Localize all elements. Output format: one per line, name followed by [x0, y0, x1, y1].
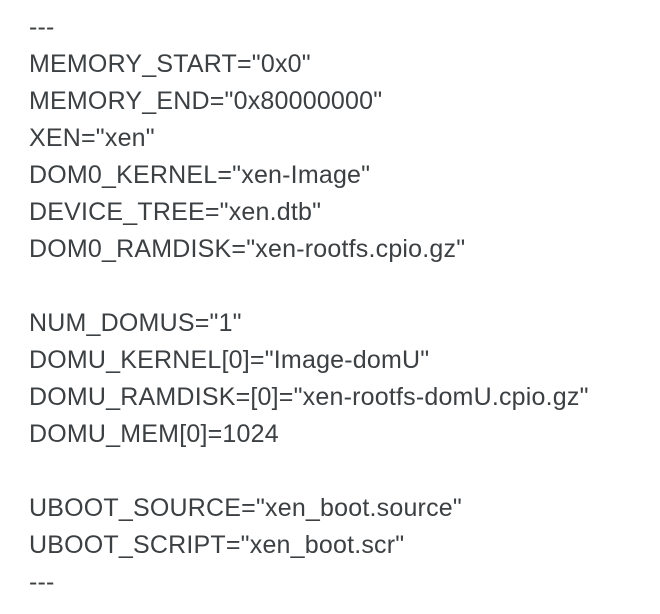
config-line-memory-start: MEMORY_START="0x0" — [29, 50, 311, 78]
config-line-domu-kernel: DOMU_KERNEL[0]="Image-domU" — [29, 346, 430, 374]
config-line-blank — [29, 268, 650, 305]
config-line-domu-ramdisk: DOMU_RAMDISK=[0]="xen-rootfs-domU.cpio.g… — [29, 383, 589, 411]
config-line-num-domus: NUM_DOMUS="1" — [29, 309, 242, 337]
config-line-delimiter-top: --- — [29, 13, 55, 41]
config-line-uboot-script: UBOOT_SCRIPT="xen_boot.scr" — [29, 531, 405, 559]
config-line-device-tree: DEVICE_TREE="xen.dtb" — [29, 198, 322, 226]
config-line-uboot-source: UBOOT_SOURCE="xen_boot.source" — [29, 494, 462, 522]
config-line-blank — [29, 453, 650, 490]
config-line-xen: XEN="xen" — [29, 124, 155, 152]
config-line-dom0-kernel: DOM0_KERNEL="xen-Image" — [29, 161, 371, 189]
config-text-block: --- MEMORY_START="0x0" MEMORY_END="0x800… — [29, 13, 650, 596]
config-line-delimiter-bottom: --- — [29, 568, 55, 596]
config-line-dom0-ramdisk: DOM0_RAMDISK="xen-rootfs.cpio.gz" — [29, 235, 466, 263]
config-line-memory-end: MEMORY_END="0x80000000" — [29, 87, 383, 115]
config-line-domu-mem: DOMU_MEM[0]=1024 — [29, 420, 279, 448]
